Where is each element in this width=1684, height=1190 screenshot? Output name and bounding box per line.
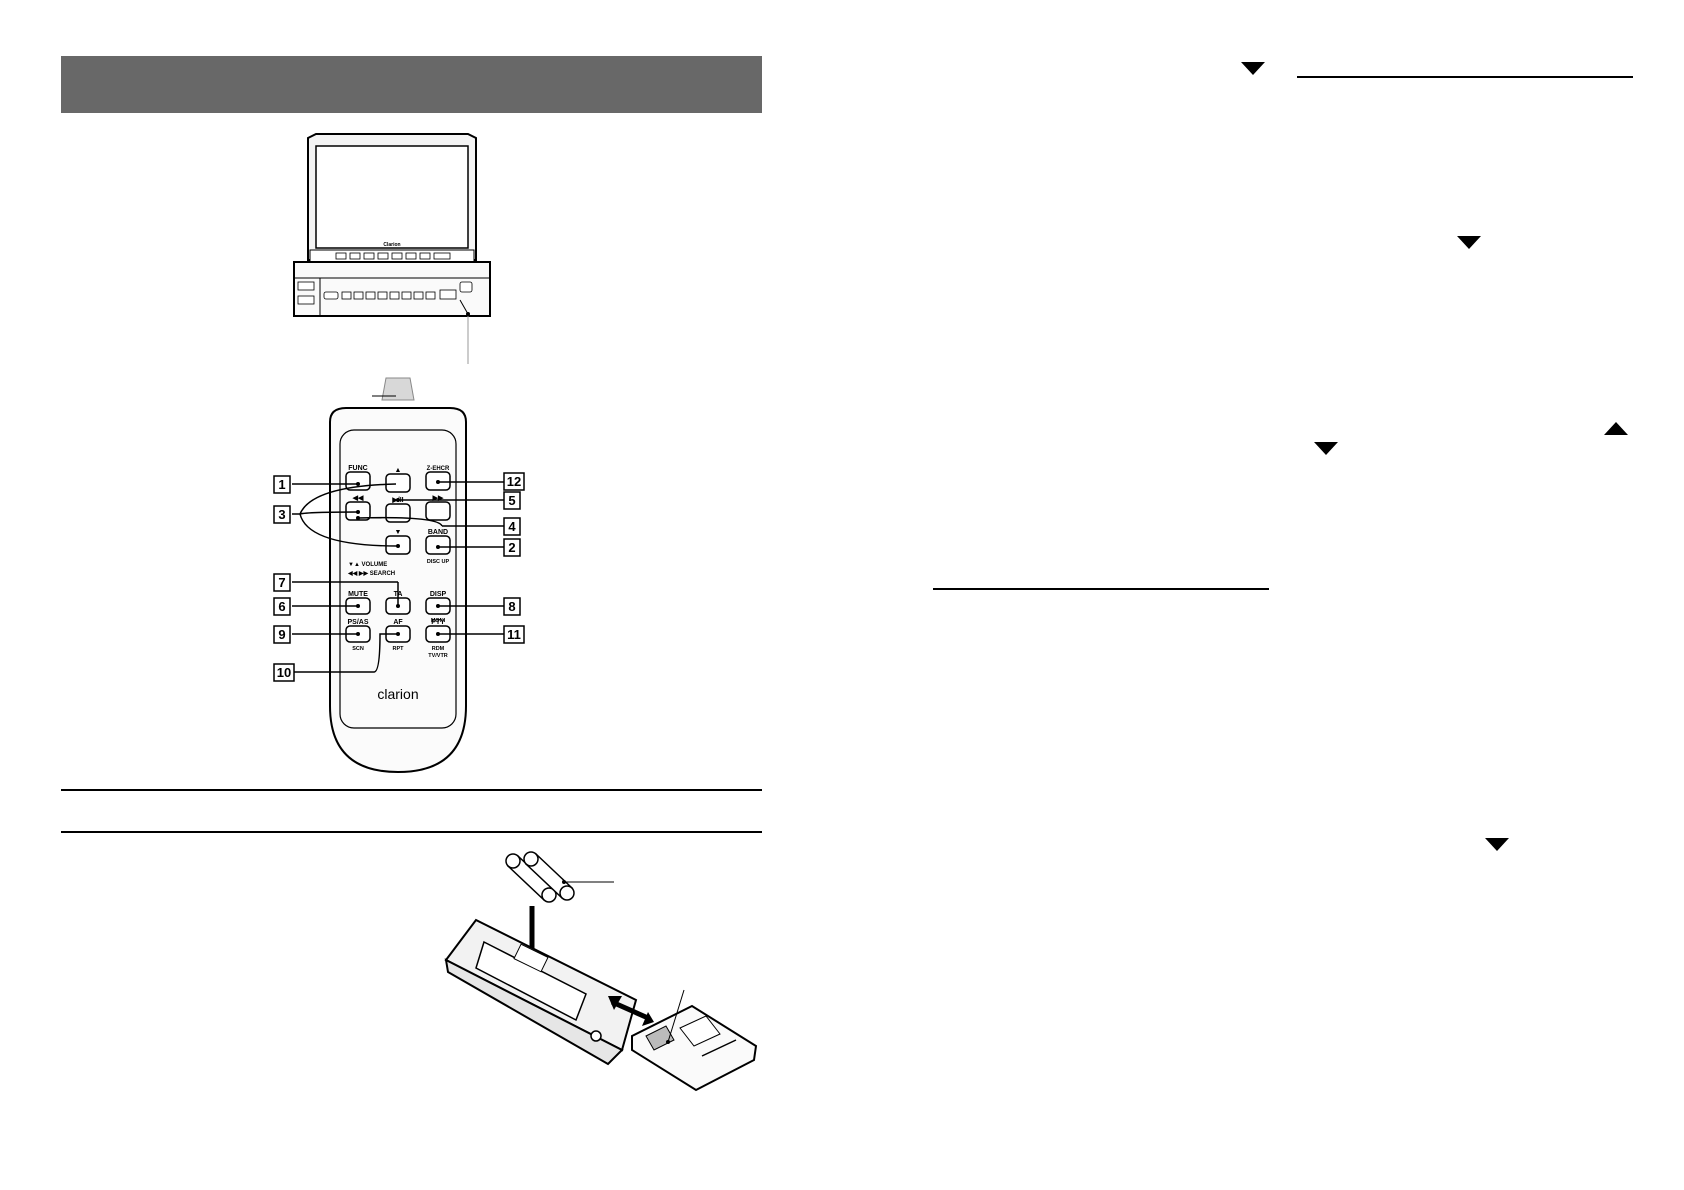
remote-label-down: ▼ bbox=[395, 529, 402, 536]
remote-control-illustration: FUNC ▲ Z-EHCR ◀◀ ▶/II ▶▶ ▼ BAND DISC UP … bbox=[268, 376, 528, 776]
section-header-bar bbox=[61, 56, 762, 113]
callout-6: 6 bbox=[278, 599, 285, 614]
callout-10: 10 bbox=[277, 665, 291, 680]
battery-insertion-illustration bbox=[436, 850, 766, 1110]
section-rule-left-1 bbox=[61, 789, 762, 791]
section-rule-right-top bbox=[1297, 76, 1633, 78]
head-unit-brand: Clarion bbox=[383, 242, 400, 248]
callout-5: 5 bbox=[508, 493, 515, 508]
remote-label-scn: SCN bbox=[352, 646, 364, 652]
section-rule-left-2 bbox=[61, 831, 762, 833]
remote-label-rdm: RDM bbox=[432, 646, 445, 652]
head-unit-illustration: Clarion bbox=[280, 132, 510, 364]
triangle-down-icon bbox=[1314, 442, 1338, 455]
triangle-down-icon bbox=[1485, 838, 1509, 851]
remote-label-ps-as: PS/AS bbox=[347, 619, 368, 626]
remote-label-rew: ◀◀ bbox=[352, 495, 364, 502]
callout-11: 11 bbox=[507, 627, 521, 642]
remote-label-tv-vtr: TV/VTR bbox=[428, 653, 448, 659]
section-rule-middle bbox=[933, 588, 1269, 590]
remote-label-mute: MUTE bbox=[348, 591, 368, 598]
triangle-down-icon bbox=[1241, 62, 1265, 75]
remote-label-disc-up: DISC UP bbox=[427, 559, 450, 565]
remote-label-pty: PTY bbox=[431, 619, 445, 626]
triangle-down-icon bbox=[1457, 236, 1481, 249]
remote-label-af: AF bbox=[393, 619, 403, 626]
callout-1: 1 bbox=[278, 477, 285, 492]
remote-label-func: FUNC bbox=[348, 465, 367, 472]
remote-volume-label: ▼▲ VOLUME bbox=[348, 562, 387, 568]
triangle-up-icon bbox=[1604, 422, 1628, 435]
remote-search-label: ◀◀ ▶▶ SEARCH bbox=[347, 570, 395, 577]
callout-4: 4 bbox=[508, 519, 516, 534]
remote-label-band: BAND bbox=[428, 529, 448, 536]
remote-label-moni: MONI bbox=[431, 618, 446, 624]
remote-label-ff: ▶▶ bbox=[432, 495, 444, 502]
remote-label-disp: DISP bbox=[430, 591, 447, 598]
callout-9: 9 bbox=[278, 627, 285, 642]
callout-3: 3 bbox=[278, 507, 285, 522]
callout-12: 12 bbox=[507, 474, 521, 489]
callout-7: 7 bbox=[278, 575, 285, 590]
remote-brand-logo: clarion bbox=[377, 686, 418, 702]
remote-label-rpt: RPT bbox=[393, 646, 405, 652]
remote-label-zenhcr: Z-EHCR bbox=[427, 466, 450, 472]
callout-8: 8 bbox=[508, 599, 515, 614]
remote-label-up: ▲ bbox=[395, 467, 402, 474]
callout-2: 2 bbox=[508, 540, 515, 555]
